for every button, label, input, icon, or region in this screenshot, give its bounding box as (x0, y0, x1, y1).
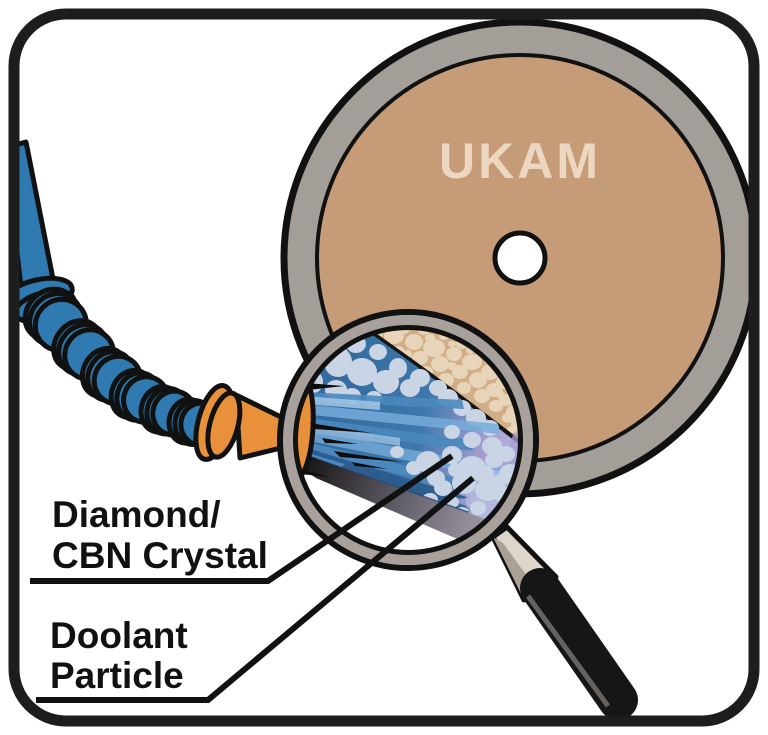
coolant-label-line1: Doolant (50, 615, 188, 656)
wheel-arbor-hole (492, 230, 548, 286)
coolant-nozzle (193, 383, 288, 462)
crystal-label-line2: CBN Crystal (52, 535, 268, 576)
coolant-label-line2: Particle (50, 655, 184, 696)
frame-border (8, 8, 760, 727)
crystal-label: Diamond/ CBN Crystal (52, 494, 268, 576)
crystal-label-line1: Diamond/ (52, 494, 221, 535)
coolant-hose (19, 139, 224, 448)
magnifier-handle (490, 524, 638, 716)
coolant-pointer-line (36, 475, 475, 703)
coolant-label: Doolant Particle (50, 615, 188, 696)
magnifier-rim (277, 309, 539, 571)
spray-turbulence-marks (296, 383, 404, 477)
crystal-pointer-line (30, 453, 454, 584)
wheel-brand-text: UKAM (439, 133, 601, 189)
hose-segment (79, 345, 144, 407)
spray-shadow (296, 452, 500, 549)
